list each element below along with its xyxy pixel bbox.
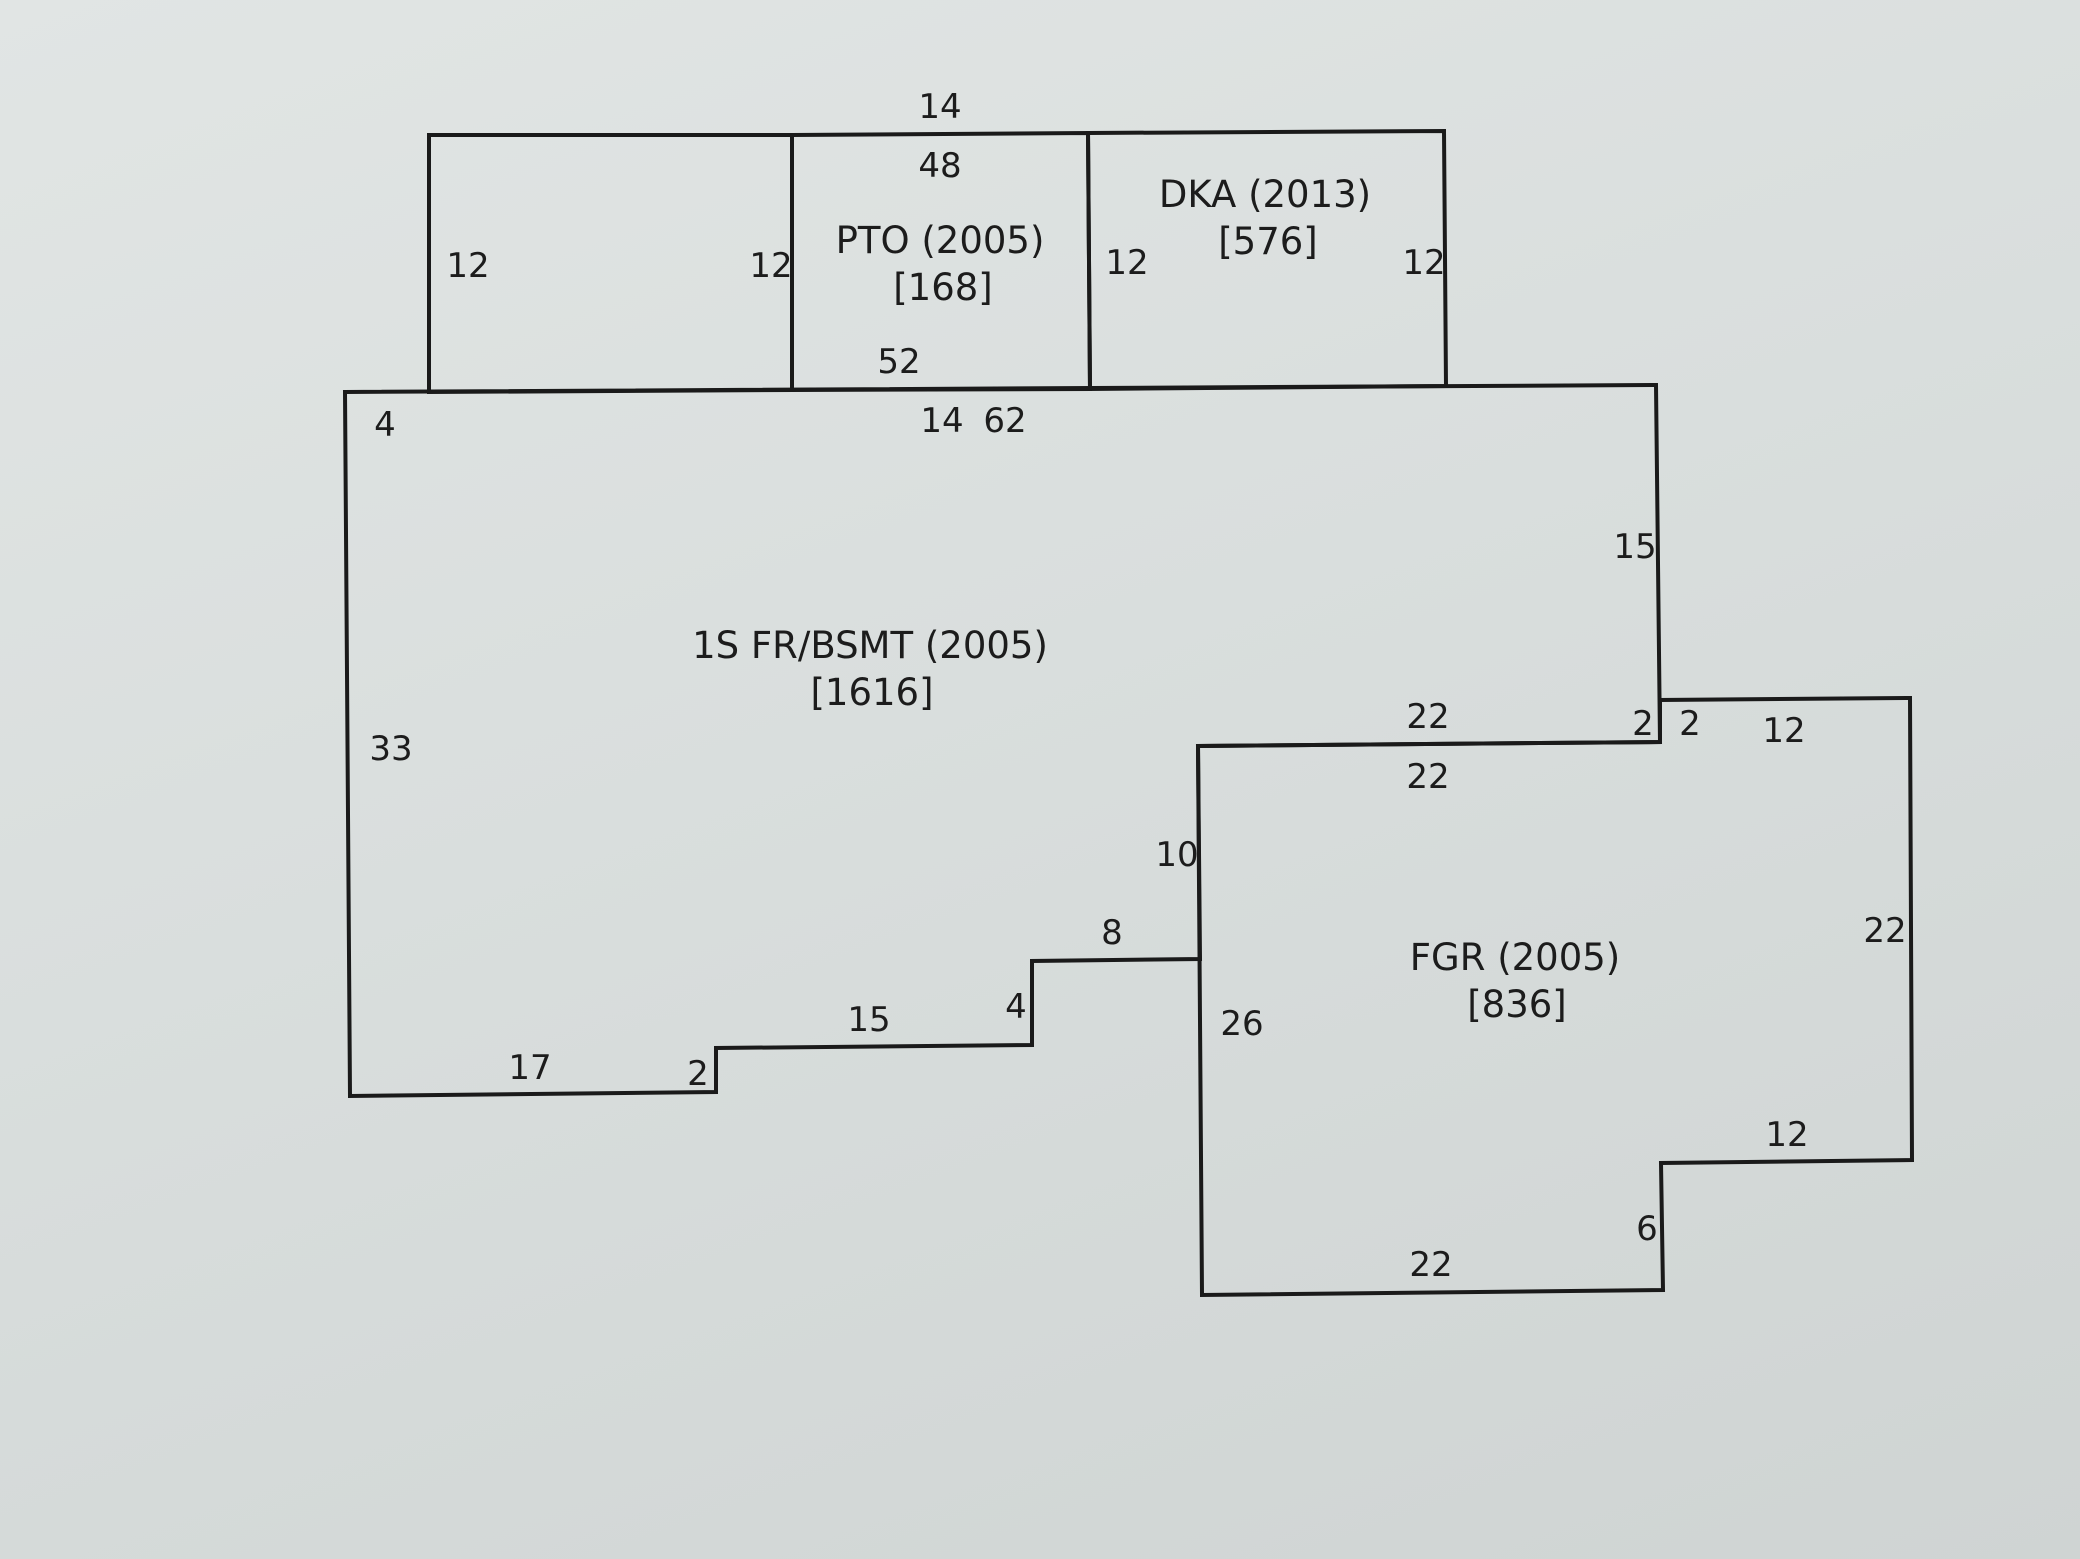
dimension-label: 12 [1762,711,1805,751]
dimension-label: 2 [687,1054,709,1094]
dimension-label: 12 [1105,243,1148,283]
main-area-label: 1S FR/BSMT (2005) [692,624,1048,667]
fgr-garage-outline [1195,695,1915,1298]
dimension-label: 15 [847,1000,890,1040]
pto-area-size: [168] [893,266,993,309]
dimension-label: 6 [1636,1209,1658,1249]
dimension-label: 22 [1406,697,1449,737]
main-area-outline [342,382,1663,1099]
dimension-label: 33 [369,729,412,769]
dimension-label: 4 [1005,987,1027,1027]
dimension-label: 10 [1155,835,1198,875]
dimension-label: 26 [1220,1004,1263,1044]
dka-area-size: [576] [1218,220,1318,263]
dimension-label: 12 [1402,243,1445,283]
fgr-area-size: [836] [1467,983,1567,1026]
dimension-label: 4 [374,405,396,445]
dimension-label: 22 [1406,757,1449,797]
dimension-label: 52 [877,342,920,382]
dimension-label: 22 [1409,1245,1452,1285]
pto-label: PTO (2005) [836,219,1045,262]
main-area-size: [1616] [810,671,933,714]
fgr-label: FGR (2005) [1410,936,1620,979]
dimension-label: 22 [1863,911,1906,951]
dimension-label: 2 [1632,704,1654,744]
dimension-label: 62 [983,401,1026,441]
dimension-label: 2 [1679,704,1701,744]
dimension-label: 17 [508,1048,551,1088]
dimension-label: 15 [1613,527,1656,567]
dimension-label: 14 [918,87,961,127]
dimension-label: 12 [1765,1115,1808,1155]
dimension-label: 12 [749,246,792,286]
dka-label: DKA (2013) [1159,173,1371,216]
dimension-label: 12 [446,246,489,286]
dimension-label: 8 [1101,913,1123,953]
dimension-label: 48 [918,146,961,186]
dimension-label: 14 [920,401,963,441]
